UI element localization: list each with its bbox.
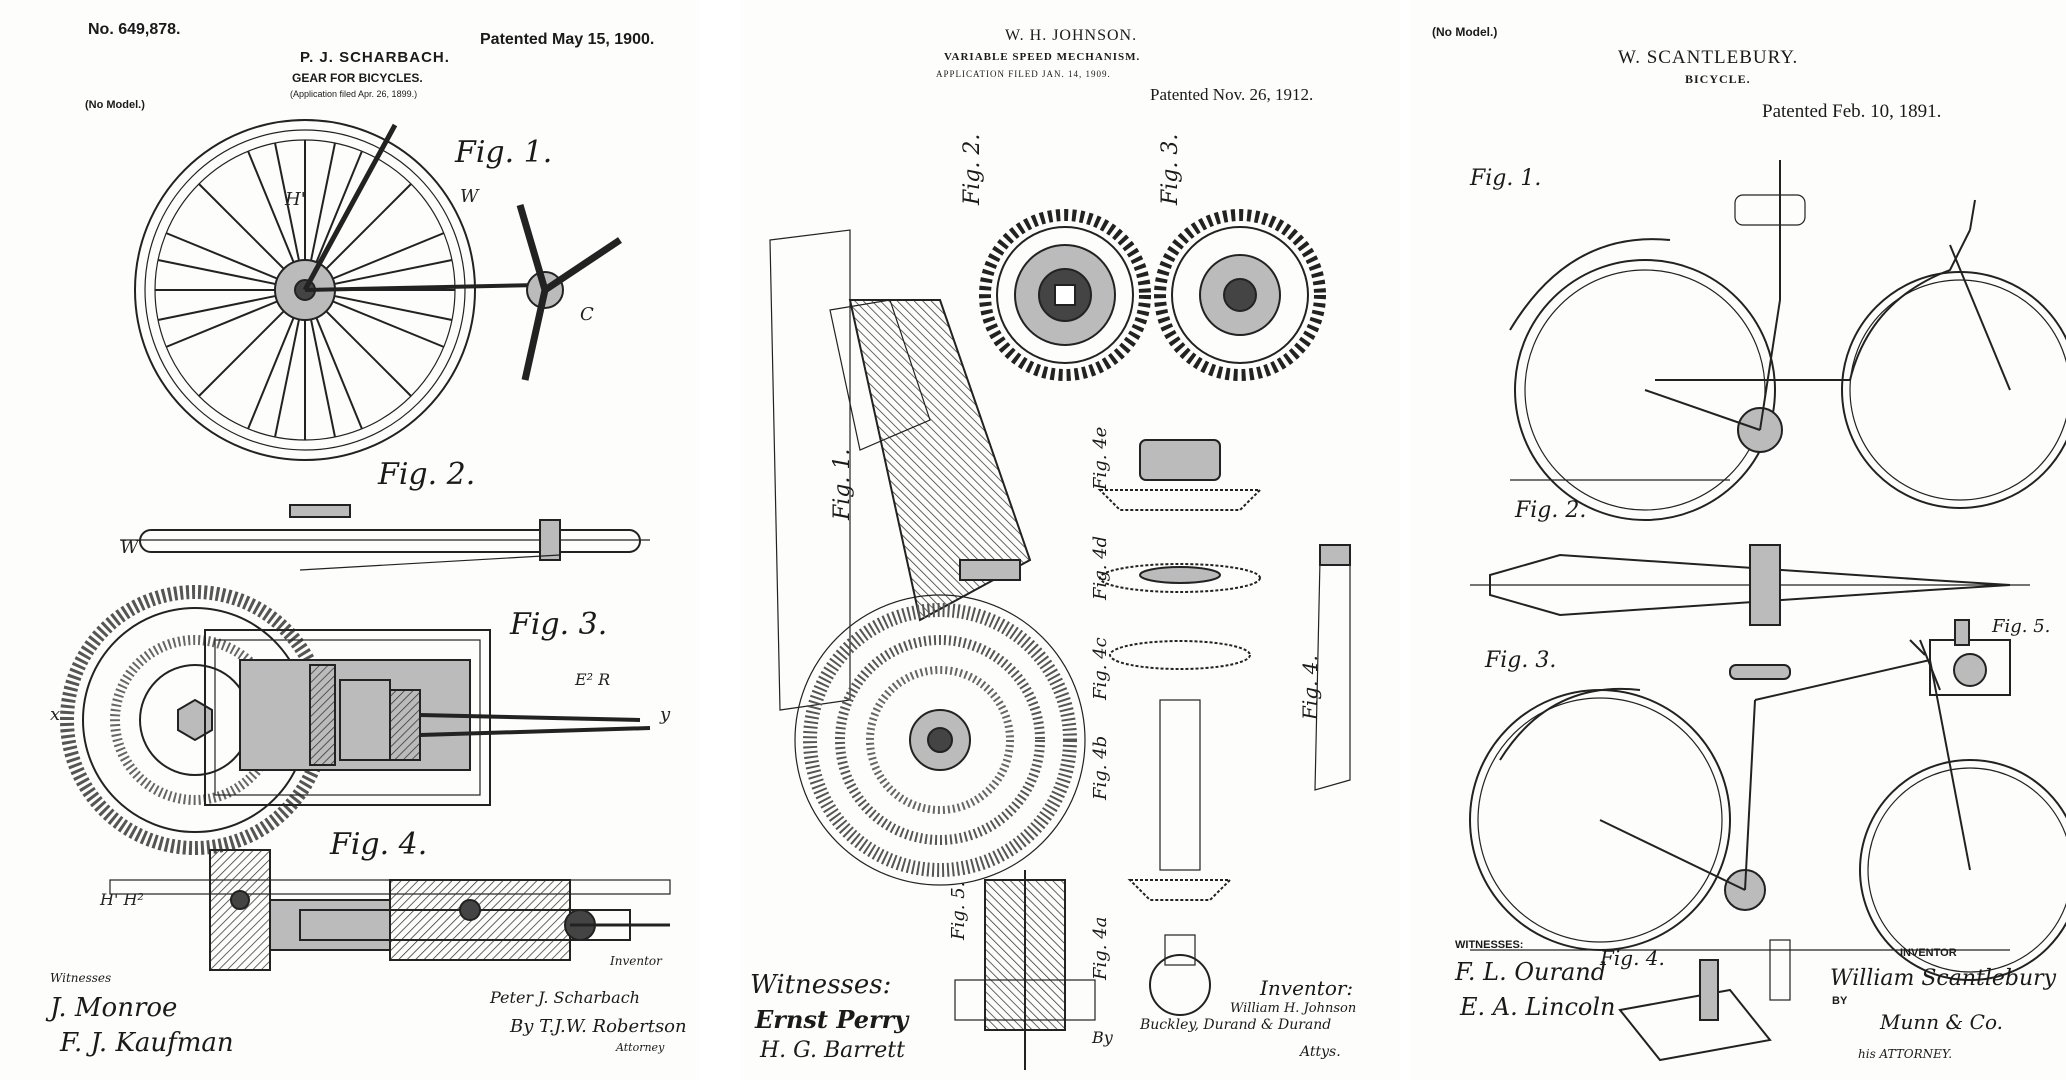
- inventor-name: W. SCANTLEBURY.: [1618, 48, 1798, 67]
- inventor-signature: William Scantlebury: [1830, 968, 2056, 990]
- by-line: BY: [1832, 996, 1847, 1007]
- patent-date: Patented Feb. 10, 1891.: [1762, 102, 1941, 121]
- fig3-gear-drawing: [1160, 215, 1320, 375]
- inventor-label: Inventor:: [1260, 978, 1353, 998]
- attorney-label: Attys.: [1300, 1045, 1341, 1059]
- fig1-bicycle-drawing: [1510, 160, 2066, 520]
- patent-title: VARIABLE SPEED MECHANISM.: [944, 52, 1140, 63]
- fig-label-1: Fig. 1.: [455, 138, 552, 168]
- fig1-wheel-drawing: [135, 120, 620, 460]
- svg-text:W: W: [460, 186, 480, 207]
- attorney-label: his ATTORNEY.: [1858, 1048, 1952, 1060]
- inventor-label: Inventor: [610, 955, 662, 967]
- fig-label-4d: Fig. 4d: [1092, 536, 1110, 600]
- svg-text:H': H': [284, 189, 306, 210]
- svg-text:C: C: [580, 304, 594, 325]
- patent-date: Patented Nov. 26, 1912.: [1150, 86, 1313, 103]
- inventor-name: W. H. JOHNSON.: [1005, 28, 1137, 44]
- inventor-signature: Peter J. Scharbach: [490, 990, 640, 1006]
- witnesses-label: Witnesses:: [750, 972, 891, 998]
- model-note: (No Model.): [85, 100, 145, 111]
- attorney-signature: Munn & Co.: [1880, 1012, 2003, 1032]
- fig-label-4: Fig. 4.: [1300, 655, 1320, 720]
- inventor-label: INVENTOR: [1900, 948, 1957, 959]
- patent-sheet-scantlebury: (No Model.) W. SCANTLEBURY. BICYCLE. Pat…: [1410, 0, 2066, 1080]
- svg-text:x: x: [50, 704, 60, 725]
- fig-label-2: Fig. 2.: [962, 134, 984, 205]
- fig4-parts-drawing: [1100, 440, 1350, 1015]
- patent-sheet-johnson: W. H. JOHNSON. VARIABLE SPEED MECHANISM.…: [740, 0, 1400, 1080]
- fig3-bicycle-drawing: [1470, 640, 2066, 980]
- scharbach-drawings: H' W C W x y E² R H' H²: [0, 0, 700, 1080]
- svg-text:W: W: [120, 537, 140, 558]
- attorney-label: Attorney: [616, 1042, 664, 1053]
- model-note: (No Model.): [1432, 26, 1497, 38]
- fig-label-5: Fig. 5.: [950, 882, 968, 940]
- fig-label-3: Fig. 3.: [1160, 134, 1182, 205]
- scantlebury-drawings: [1410, 0, 2066, 1080]
- witnesses-label: Witnesses: [50, 972, 111, 984]
- patent-title: GEAR FOR BICYCLES.: [292, 72, 423, 84]
- fig-label-3: Fig. 3.: [510, 610, 607, 640]
- fig-label-5: Fig. 5.: [1992, 618, 2050, 636]
- patent-sheet-scharbach: H' W C W x y E² R H' H² No. 649,878. Pat…: [0, 0, 700, 1080]
- fig2-gear-drawing: [985, 215, 1145, 375]
- fig-label-4: Fig. 4.: [1600, 948, 1665, 968]
- patent-date: Patented May 15, 1900.: [480, 32, 654, 48]
- fig2-top-view-drawing: [1470, 545, 2030, 625]
- filing-date: APPLICATION FILED JAN. 14, 1909.: [936, 70, 1111, 79]
- svg-text:y: y: [659, 704, 671, 725]
- witness-signature-1: F. L. Ourand: [1455, 960, 1606, 984]
- fig2-top-view-drawing: [120, 505, 650, 570]
- fig-label-4e: Fig. 4e: [1092, 427, 1110, 490]
- witness-signature-2: E. A. Lincoln: [1460, 995, 1615, 1019]
- fig-label-1: Fig. 1.: [832, 449, 854, 520]
- svg-text:H' H²: H' H²: [99, 890, 144, 909]
- fig-label-2: Fig. 2.: [1515, 500, 1586, 522]
- svg-text:E² R: E² R: [574, 670, 610, 689]
- fig-label-4b: Fig. 4b: [1092, 736, 1110, 800]
- fig-label-4c: Fig. 4c: [1092, 637, 1110, 700]
- fig4-section-drawing: [110, 850, 670, 970]
- inventor-name: P. J. SCHARBACH.: [300, 50, 450, 65]
- fig-label-4: Fig. 4.: [330, 830, 427, 860]
- inventor-signature: William H. Johnson: [1230, 1002, 1356, 1015]
- patent-number: No. 649,878.: [88, 22, 181, 38]
- fig-label-3: Fig. 3.: [1485, 650, 1556, 672]
- fig-label-1: Fig. 1.: [1470, 168, 1541, 190]
- witness-signature-1: Ernst Perry: [755, 1008, 908, 1032]
- witness-signature-1: J. Monroe: [50, 995, 177, 1021]
- attorney-signature: Buckley, Durand & Durand: [1140, 1018, 1331, 1032]
- patent-title: BICYCLE.: [1685, 73, 1751, 85]
- fig5-section-drawing: [955, 870, 1095, 1070]
- witness-signature-2: F. J. Kaufman: [60, 1030, 234, 1056]
- attorney-signature: By T.J.W. Robertson: [510, 1018, 687, 1036]
- johnson-drawings: [740, 0, 1400, 1080]
- filing-date: (Application filed Apr. 26, 1899.): [290, 90, 417, 99]
- fig-label-2: Fig. 2.: [378, 460, 475, 490]
- fig-label-4a: Fig. 4a: [1092, 917, 1110, 980]
- by-line: By: [1092, 1030, 1113, 1046]
- witnesses-label: WITNESSES:: [1455, 940, 1523, 951]
- witness-signature-2: H. G. Barrett: [760, 1040, 905, 1062]
